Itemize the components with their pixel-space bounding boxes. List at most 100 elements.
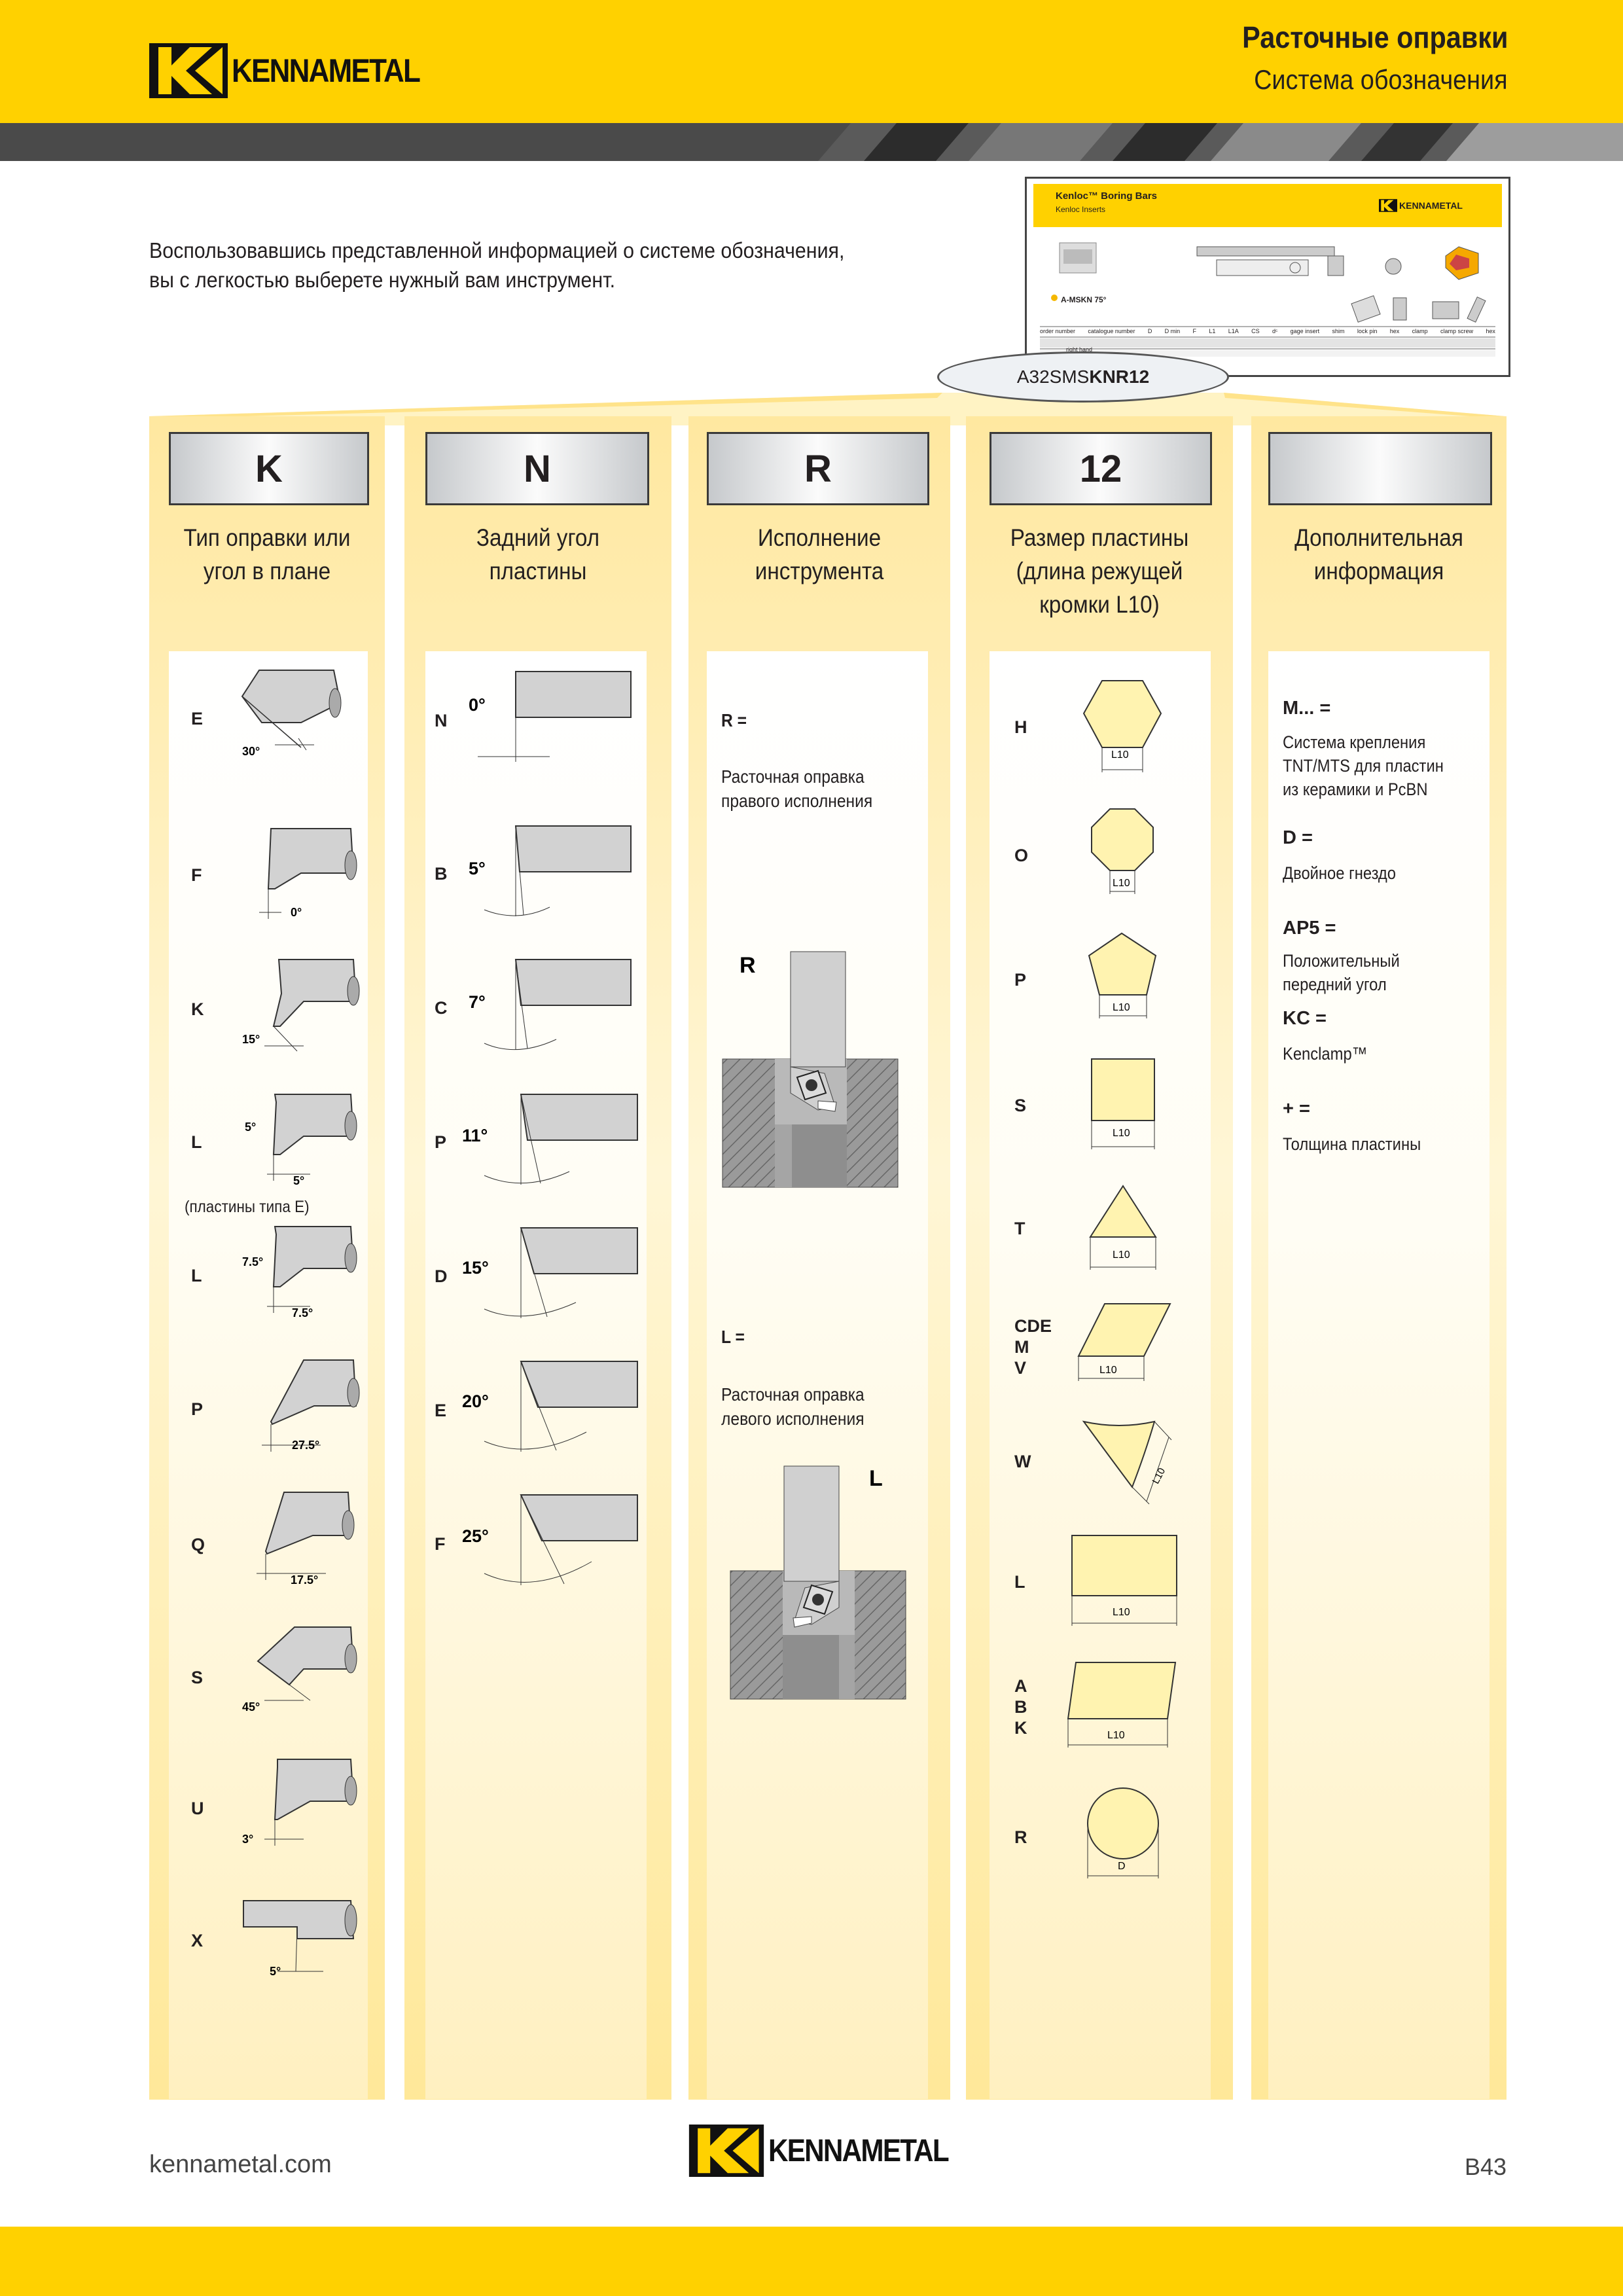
angle-label: 25°: [462, 1526, 489, 1546]
label-box-r: R: [707, 432, 929, 505]
holder-e-diagram: 30°: [241, 670, 342, 758]
thumbnail-col: clamp screw: [1440, 328, 1473, 334]
insert-s-square: L10: [1091, 1058, 1155, 1149]
clearance-n-diagram: 0°: [469, 671, 632, 762]
insert-code: S: [1014, 1096, 1027, 1115]
thumbnail-title: Kenloc™ Boring Bars: [1056, 190, 1158, 202]
thumbnail-col: D: [1147, 328, 1152, 334]
footer-link[interactable]: kennametal.com: [149, 2151, 332, 2178]
angle-label: 0°: [469, 695, 486, 715]
catalog-thumbnail: Kenloc™ Boring Bars Kenloc Inserts KENNA…: [1025, 177, 1510, 377]
thumbnail-col: hex: [1389, 328, 1400, 334]
desc-line: правого исполнения: [721, 791, 873, 811]
insert-p-pentagon: L10: [1088, 932, 1157, 1018]
intro-line-1: Воспользовавшись представленной информац…: [149, 238, 845, 262]
bottom-band: [0, 2227, 1623, 2296]
insert-t-triangle: L10: [1089, 1185, 1157, 1270]
insert-r-round: D: [1087, 1787, 1159, 1878]
angle-label: 3°: [242, 1833, 253, 1846]
dim-label: L10: [1113, 1128, 1130, 1139]
clearance-code: C: [435, 998, 448, 1018]
angle-label: 45°: [242, 1700, 260, 1713]
insert-code: O: [1014, 846, 1029, 865]
angle-label: 15°: [242, 1033, 260, 1046]
clearance-c-diagram: 7°: [469, 959, 632, 1050]
k-logo-icon: [688, 2125, 764, 2177]
title-line: угол в плане: [203, 558, 331, 584]
intro-line-2: вы с легкостью выберете нужный вам инстр…: [149, 268, 616, 292]
angle-label: 27.5°: [292, 1439, 319, 1452]
angle-label: 5°: [245, 1121, 256, 1134]
holder-code: S: [191, 1668, 204, 1687]
dim-label: L10: [1107, 1730, 1125, 1741]
angle-label: 5°: [293, 1174, 304, 1187]
clearance-e-diagram: 20°: [462, 1361, 638, 1452]
clearance-code: N: [435, 711, 448, 730]
info-line: Система крепления: [1283, 732, 1426, 752]
code-line: A: [1014, 1676, 1027, 1696]
label-box-k: K: [169, 432, 369, 505]
dim-label: L10: [1113, 1002, 1130, 1013]
info-line: из керамики и PcBN: [1283, 780, 1428, 799]
clearance-d-diagram: 15°: [462, 1227, 638, 1318]
angle-label: 5°: [270, 1965, 281, 1978]
column-title-extra: Дополнительная информация: [1264, 521, 1494, 588]
angle-label: 5°: [469, 859, 486, 878]
thumbnail-col: dᶜ: [1272, 328, 1278, 334]
thumbnail-col: order number: [1040, 328, 1076, 334]
dim-label: D: [1118, 1861, 1126, 1872]
title-line: Исполнение: [757, 524, 882, 551]
info-value: Положительный передний угол: [1283, 949, 1400, 996]
document-subtitle: Система обозначения: [1254, 64, 1508, 95]
code-line: M: [1014, 1337, 1029, 1357]
holder-code: P: [191, 1399, 204, 1419]
thumbnail-col: clamp: [1412, 328, 1428, 334]
insert-code: W: [1014, 1452, 1031, 1471]
thumbnail-col: lock pin: [1357, 328, 1378, 334]
title-line: информация: [1313, 558, 1444, 584]
clearance-code: B: [435, 864, 448, 884]
holder-code: Q: [191, 1535, 205, 1554]
angle-label: 30°: [242, 745, 260, 758]
thumbnail-col: catalogue number: [1088, 328, 1135, 334]
k-logo-icon: [1379, 199, 1398, 212]
insert-cdemv-rhombus: L10: [1077, 1303, 1171, 1381]
holder-l75-diagram: 7.5° 7.5°: [242, 1226, 357, 1319]
info-line: Двойное гнездо: [1283, 863, 1397, 883]
column-title-n: Задний угол пластины: [418, 521, 658, 588]
code-line: CDE: [1014, 1316, 1052, 1336]
thumbnail-col: L1: [1209, 328, 1216, 334]
title-line: инструмента: [755, 558, 884, 584]
hand-right-desc: Расточная оправка правого исполнения: [721, 764, 872, 813]
title-line: Задний угол: [476, 524, 600, 551]
panel-hand: [707, 651, 928, 2099]
k-logo-icon: [149, 43, 228, 98]
clearance-f-diagram: 25°: [462, 1494, 638, 1585]
thumbnail-logo: KENNAMETAL: [1379, 198, 1463, 213]
logo-wordmark: KENNAMETAL: [768, 2133, 950, 2168]
angle-label: 17.5°: [291, 1573, 318, 1587]
label-box-n: N: [425, 432, 649, 505]
holder-code: E: [191, 709, 204, 728]
dim-label: L10: [1113, 878, 1130, 889]
info-key: M... =: [1283, 698, 1331, 719]
title-line: (длина режущей: [1016, 558, 1183, 584]
info-line: Kenclamp™: [1283, 1044, 1368, 1064]
holder-p-diagram: 27.5°: [262, 1359, 360, 1452]
hand-left-desc: Расточная оправка левого исполнения: [721, 1382, 865, 1431]
angle-label: 0°: [291, 906, 302, 919]
thumbnail-col: hex: [1486, 328, 1495, 334]
title-line: Дополнительная: [1294, 524, 1463, 551]
thumbnail-col: shim: [1332, 328, 1345, 334]
thumbnail-header: Kenloc™ Boring Bars Kenloc Inserts KENNA…: [1033, 184, 1502, 227]
intro-text: Воспользовавшись представленной информац…: [149, 236, 872, 295]
clearance-b-diagram: 5°: [469, 825, 632, 916]
holder-x-diagram: 5°: [243, 1900, 357, 1978]
thumbnail-logo-text: KENNAMETAL: [1399, 200, 1463, 211]
thumbnail-subtitle: Kenloc Inserts: [1056, 205, 1106, 214]
angle-label: 15°: [462, 1258, 489, 1278]
title-line: Тип оправки или: [183, 524, 351, 551]
info-value: Kenclamp™: [1283, 1042, 1367, 1066]
logo-wordmark: KENNAMETAL: [232, 52, 421, 89]
